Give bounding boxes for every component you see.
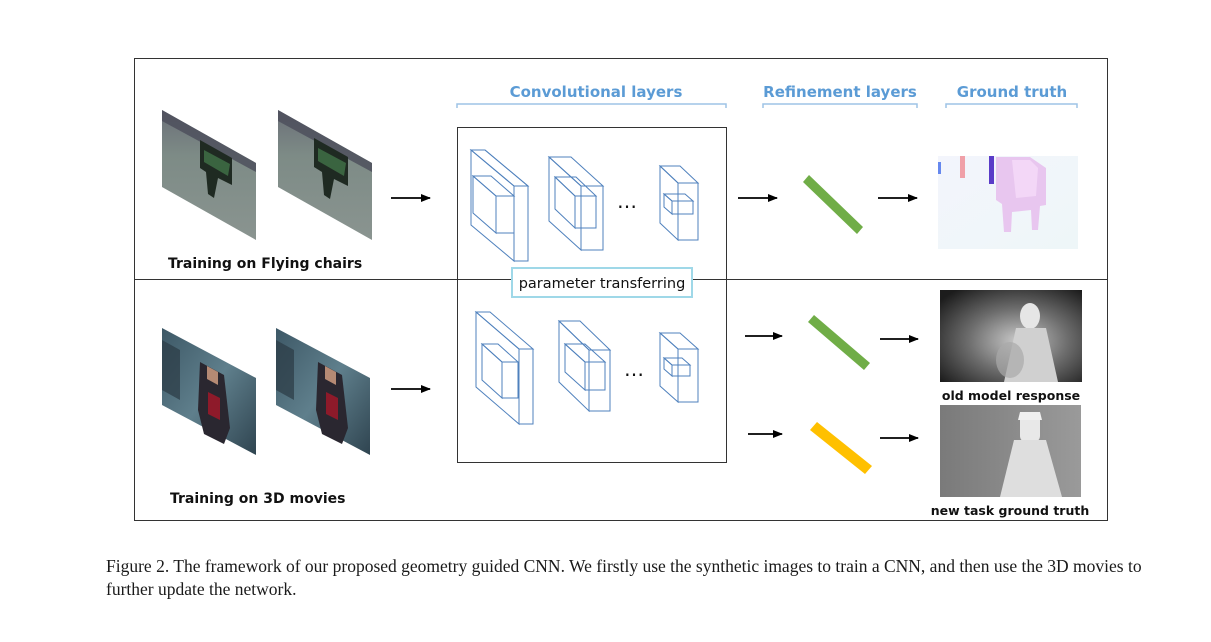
ellipsis-bottom: … — [624, 357, 644, 381]
movie-frame-image-1 — [162, 328, 256, 455]
conv-layers-header: Convolutional layers — [510, 83, 683, 101]
conv-layers-box — [457, 127, 727, 463]
refinement-layer-top — [803, 175, 863, 234]
top-row-label: Training on Flying chairs — [168, 256, 362, 272]
bottom-row-label: Training on 3D movies — [170, 491, 345, 507]
new-task-ground-truth-image — [940, 405, 1081, 497]
flow-ground-truth-image — [938, 156, 1078, 249]
conv-bracket — [456, 103, 727, 108]
conv-block-2-bottom — [557, 319, 612, 413]
conv-block-3-bottom — [658, 331, 700, 404]
flying-chairs-image-2 — [278, 110, 372, 240]
old-model-response-image — [940, 290, 1082, 382]
conv-block-2-top — [547, 155, 605, 252]
refine-bracket — [762, 103, 918, 108]
ellipsis-top: … — [617, 189, 637, 213]
conv-block-1-top — [469, 148, 530, 263]
refinement-layers-header: Refinement layers — [763, 83, 917, 101]
outer-frame — [134, 58, 1108, 521]
refinement-layer-bottom-old — [808, 315, 870, 370]
old-model-response-label: old model response — [942, 388, 1080, 403]
movie-frame-image-2 — [276, 328, 370, 455]
new-task-ground-truth-label: new task ground truth — [931, 503, 1090, 518]
parameter-transfer-box — [511, 267, 693, 298]
refinement-layer-bottom-new — [810, 422, 872, 474]
gt-bracket — [945, 103, 1078, 108]
ground-truth-header: Ground truth — [957, 83, 1067, 101]
figure-caption: Figure 2. The framework of our proposed … — [106, 556, 1142, 599]
conv-block-3-top — [658, 164, 700, 242]
flying-chairs-image-1 — [162, 110, 256, 240]
conv-block-1-bottom — [474, 310, 535, 426]
parameter-transfer-label: parameter transferring — [519, 276, 686, 292]
